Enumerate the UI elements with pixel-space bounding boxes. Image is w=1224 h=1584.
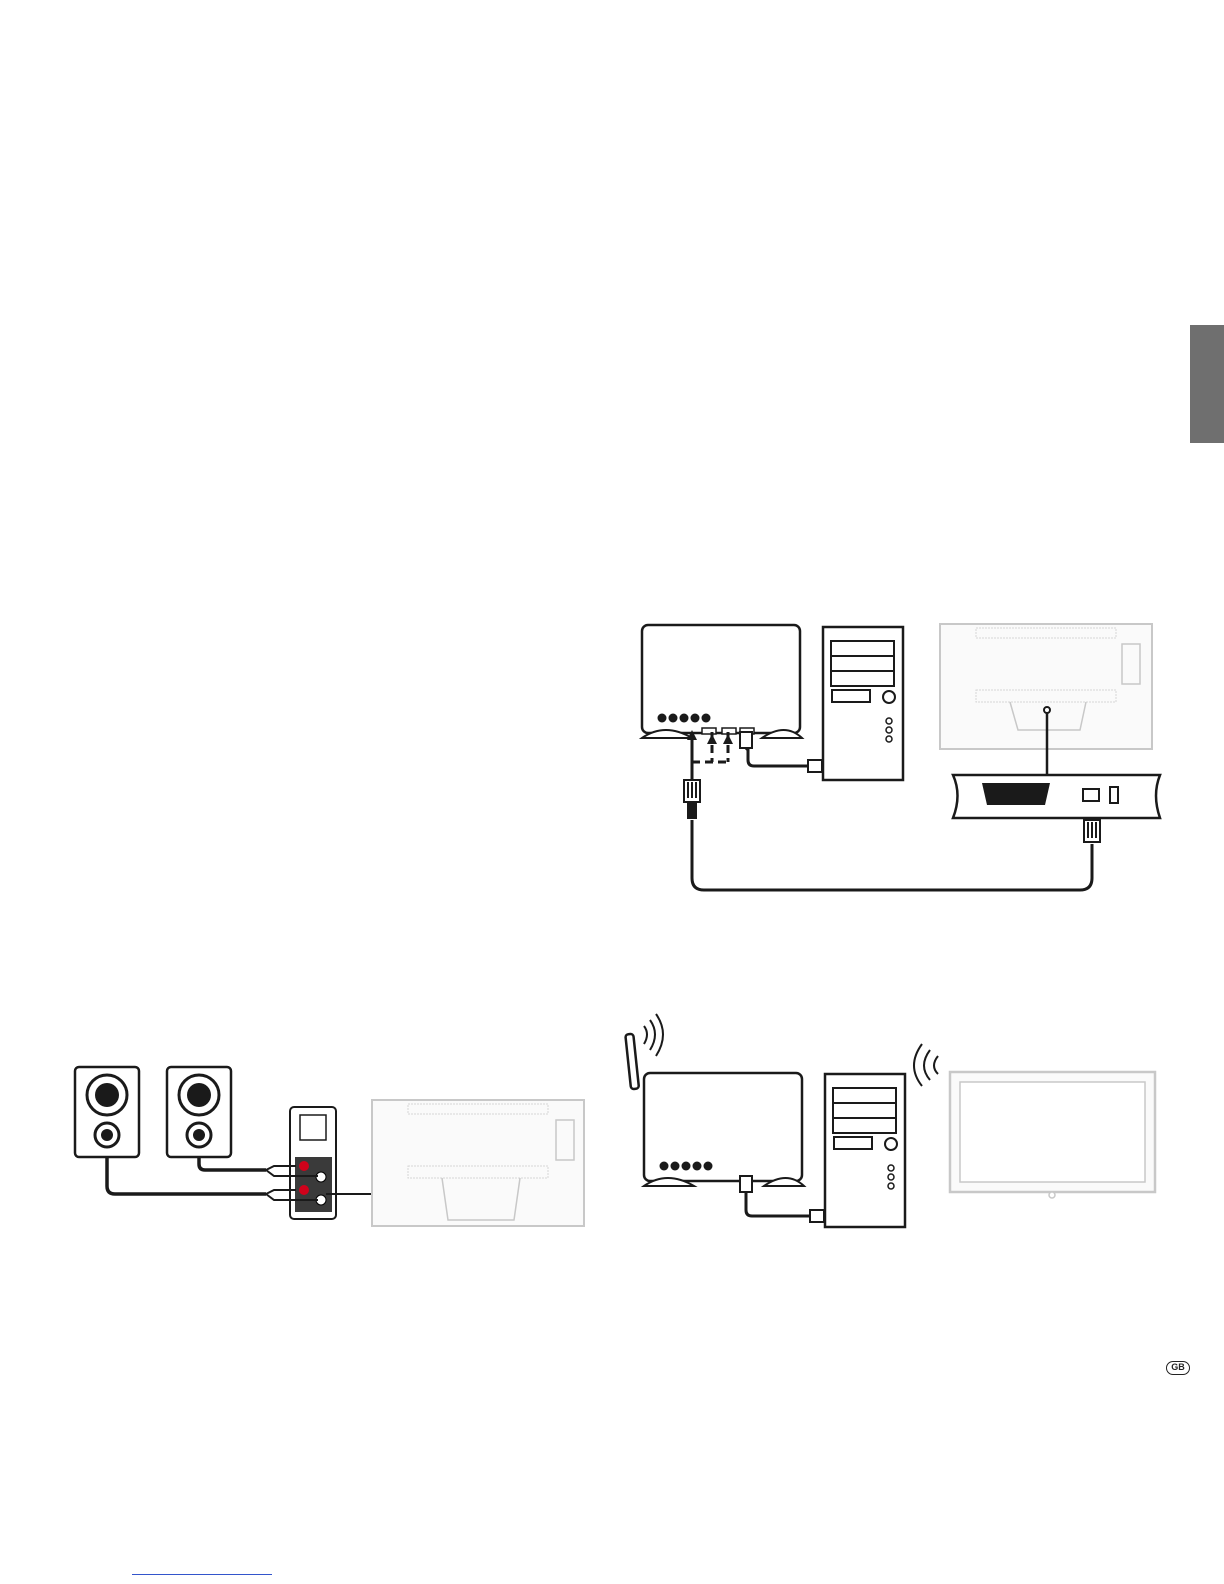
router-icon: [642, 625, 802, 738]
wifi-signal-icon: [914, 1044, 938, 1086]
speaker-icon: [167, 1067, 231, 1157]
pc-tower-icon: [823, 627, 903, 780]
tv-front-icon: [950, 1072, 1155, 1198]
chapter-tab: [1190, 325, 1224, 443]
speakers-diagram: [70, 1060, 600, 1250]
wifi-router-icon: [625, 1014, 804, 1186]
tv-back-icon: [372, 1100, 584, 1226]
footer-link-underline: [132, 1574, 272, 1575]
lan-plug-icon: [684, 780, 700, 818]
connection-box-icon: [953, 775, 1160, 818]
pc-tower-icon: [825, 1074, 905, 1227]
wired-lan-diagram: [640, 620, 1170, 910]
speaker-icon: [75, 1067, 139, 1157]
audio-jack-panel-icon: [290, 1107, 336, 1219]
language-badge: GB: [1166, 1361, 1190, 1375]
wireless-lan-diagram: [620, 1010, 1170, 1250]
